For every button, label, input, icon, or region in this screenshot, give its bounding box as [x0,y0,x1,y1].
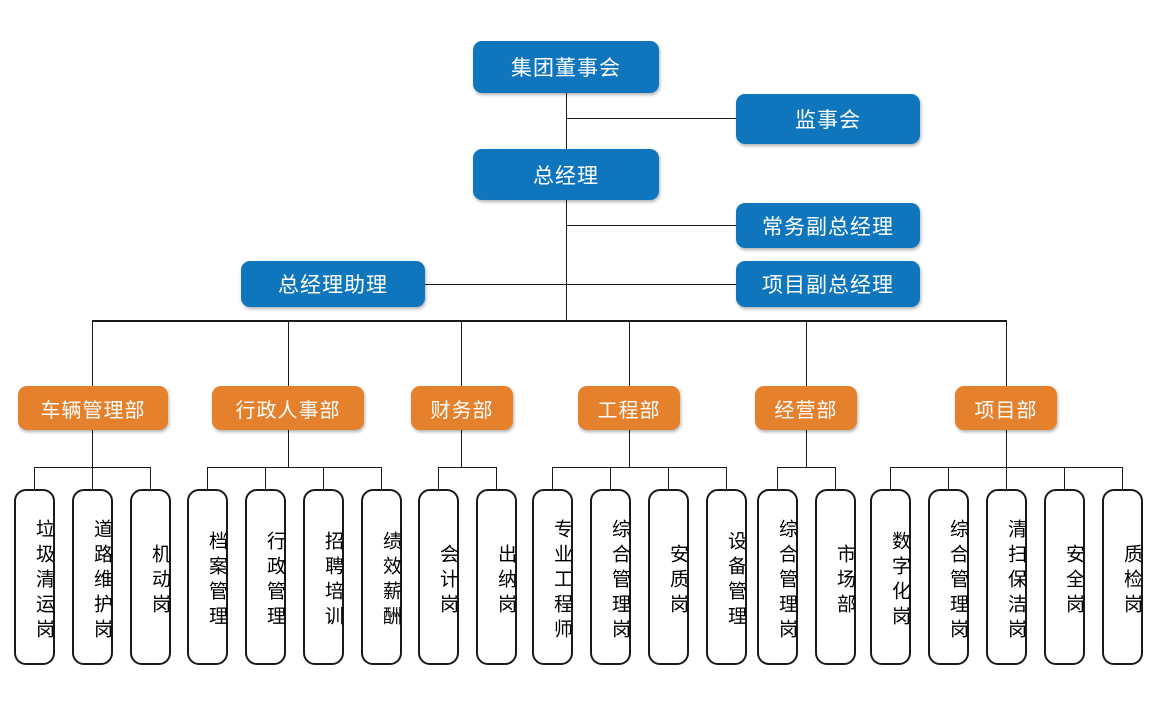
node-position-p09[interactable]: 出纳岗 [476,489,517,665]
node-position-p16[interactable]: 数字化岗 [870,489,911,665]
connector-gm-to-executive-deputy [566,225,736,226]
connector-gm-assistant [425,284,566,285]
connector-leaf-p06 [323,467,324,489]
connector-bar-operations [777,467,835,468]
connector-leaf-p04 [207,467,208,489]
connector-drop-vehicle [92,320,93,386]
node-department-project[interactable]: 项目部 [955,386,1057,430]
node-general-manager[interactable]: 总经理 [473,149,659,200]
node-department-admin-hr[interactable]: 行政人事部 [212,386,364,430]
connector-stem-operations [806,422,807,467]
node-position-p06[interactable]: 招聘培训 [303,489,344,665]
connector-leaf-p08 [438,467,439,489]
connector-department-bar [92,320,1007,322]
connector-leaf-p20 [1122,467,1123,489]
connector-leaf-p05 [265,467,266,489]
node-supervisory-board[interactable]: 监事会 [736,94,920,144]
connector-stem-finance [461,422,462,467]
connector-bar-finance [438,467,496,468]
connector-leaf-p09 [496,467,497,489]
connector-leaf-p19 [1064,467,1065,489]
connector-leaf-p15 [835,467,836,489]
connector-stem-engineering [629,422,630,467]
node-department-engineering[interactable]: 工程部 [578,386,680,430]
connector-board-to-supervisory [566,118,736,119]
node-position-p14[interactable]: 综合管理岗 [757,489,798,665]
connector-leaf-p13 [726,467,727,489]
node-department-vehicle[interactable]: 车辆管理部 [18,386,168,430]
node-position-p02[interactable]: 道路维护岗 [72,489,113,665]
connector-leaf-p12 [668,467,669,489]
node-position-p07[interactable]: 绩效薪酬 [361,489,402,665]
connector-bar-admin-hr [207,467,381,468]
connector-drop-admin-hr [288,320,289,386]
node-position-p15[interactable]: 市场部 [815,489,856,665]
connector-leaf-p11 [610,467,611,489]
connector-leaf-p01 [34,467,35,489]
node-position-p10[interactable]: 专业工程师 [532,489,573,665]
connector-bar-engineering [552,467,726,468]
node-position-p13[interactable]: 设备管理 [706,489,747,665]
node-position-p11[interactable]: 综合管理岗 [590,489,631,665]
connector-drop-operations [806,320,807,386]
node-executive-deputy-gm[interactable]: 常务副总经理 [736,203,920,248]
connector-leaf-p10 [552,467,553,489]
connector-leaf-p16 [890,467,891,489]
node-position-p19[interactable]: 安全岗 [1044,489,1085,665]
node-position-p17[interactable]: 综合管理岗 [928,489,969,665]
connector-gm-to-project-deputy [566,284,736,285]
connector-leaf-p02 [92,467,93,489]
connector-leaf-p07 [381,467,382,489]
node-position-p18[interactable]: 清扫保洁岗 [986,489,1027,665]
connector-board-to-gm [566,92,567,149]
connector-leaf-p17 [948,467,949,489]
connector-drop-engineering [629,320,630,386]
connector-stem-vehicle [92,422,93,467]
node-department-finance[interactable]: 财务部 [411,386,513,430]
node-project-deputy-gm[interactable]: 项目副总经理 [736,261,920,307]
node-position-p04[interactable]: 档案管理 [187,489,228,665]
node-position-p03[interactable]: 机动岗 [130,489,171,665]
node-board-of-directors[interactable]: 集团董事会 [473,41,659,93]
connector-drop-project [1006,320,1007,386]
connector-leaf-p03 [150,467,151,489]
connector-drop-finance [461,320,462,386]
node-position-p12[interactable]: 安质岗 [648,489,689,665]
node-position-p05[interactable]: 行政管理 [245,489,286,665]
connector-gm-to-distribution [566,199,567,322]
connector-stem-project [1006,422,1007,467]
connector-leaf-p14 [777,467,778,489]
node-position-p20[interactable]: 质检岗 [1102,489,1143,665]
connector-stem-admin-hr [288,422,289,467]
node-department-operations[interactable]: 经营部 [755,386,857,430]
node-position-p08[interactable]: 会计岗 [418,489,459,665]
node-position-p01[interactable]: 垃圾清运岗 [14,489,55,665]
node-gm-assistant[interactable]: 总经理助理 [241,261,425,307]
connector-leaf-p18 [1006,467,1007,489]
